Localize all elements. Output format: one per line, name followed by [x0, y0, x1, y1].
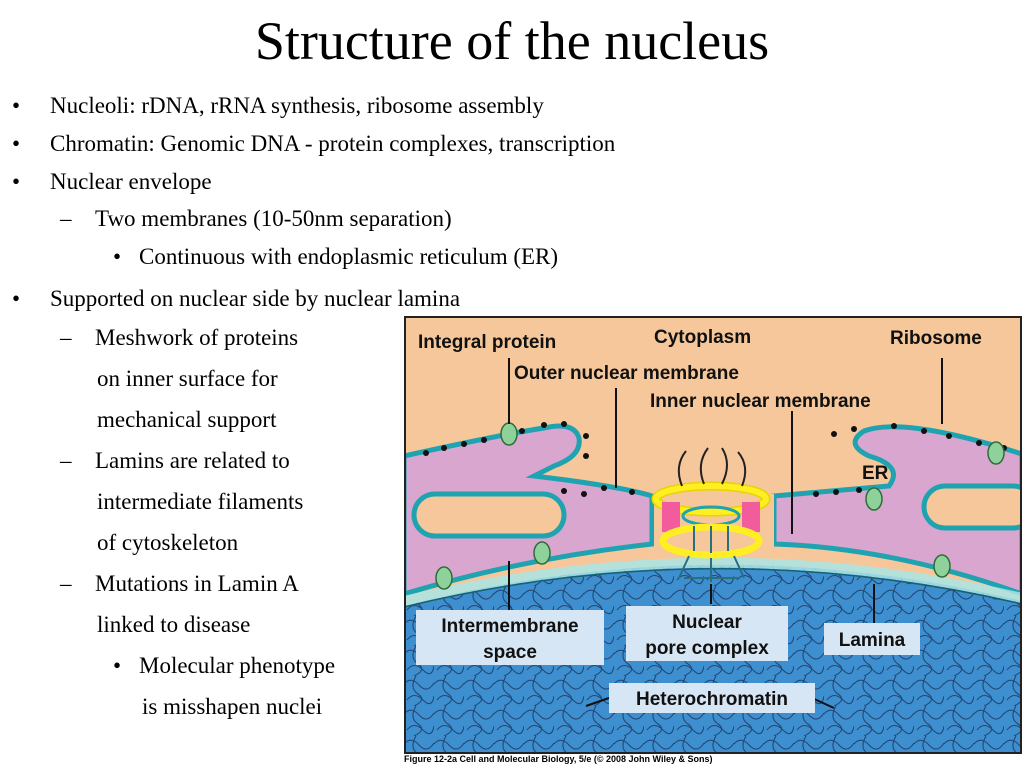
bullet-marker: • [113, 653, 122, 678]
sub-bullet-meshwork-line1: Meshwork of proteins [95, 325, 299, 350]
lamina-line [404, 568, 1022, 608]
er-tube-right [921, 483, 1022, 531]
bullet-nuclear-envelope: Nuclear envelope [50, 169, 212, 194]
sub-bullet-lamins-line1: Lamins are related to [95, 448, 290, 473]
sub-bullet-two-membranes: Two membranes (10-50nm separation) [95, 206, 452, 231]
sub-bullet-mutations-line1: Mutations in Lamin A [95, 571, 299, 596]
bullet-marker: • [12, 286, 21, 311]
label-intermembrane-line2: space [483, 642, 537, 663]
sub-bullet-lamins-line2: intermediate filaments [97, 489, 304, 514]
bullet-chromatin: Chromatin: Genomic DNA - protein complex… [50, 131, 616, 156]
label-leader-lines [508, 358, 943, 709]
bullet-marker: • [12, 93, 21, 118]
label-box-heterochromatin [609, 683, 815, 713]
label-intermembrane-line1: Intermembrane [441, 616, 578, 637]
figure-caption: Figure 12-2a Cell and Molecular Biology,… [404, 754, 713, 764]
dash-marker: – [60, 571, 72, 596]
dash-marker: – [60, 325, 72, 350]
figure-border [404, 316, 1022, 754]
sub-bullet-meshwork-line2: on inner surface for [97, 366, 278, 391]
label-npc-line2: pore complex [645, 638, 769, 659]
dash-marker: – [60, 206, 72, 231]
envelope-lumen-right [771, 424, 1022, 597]
label-er: ER [862, 463, 889, 484]
bullet-marker: • [12, 169, 21, 194]
sub-bullet-meshwork-line3: mechanical support [97, 407, 277, 432]
label-ribosome: Ribosome [890, 328, 982, 349]
nuclear-pore-complex [651, 447, 774, 582]
nuclear-envelope-figure: Integral protein Cytoplasm Ribosome Oute… [404, 316, 1022, 754]
bullet-nuclear-lamina: Supported on nuclear side by nuclear lam… [50, 286, 461, 311]
label-box-intermembrane [416, 610, 604, 665]
slide-title: Structure of the nucleus [254, 11, 770, 71]
label-lamina: Lamina [839, 630, 906, 651]
label-outer-nuclear-membrane: Outer nuclear membrane [514, 363, 739, 384]
sub-sub-bullet-phenotype-line2: is misshapen nuclei [142, 694, 323, 719]
bullet-marker: • [113, 244, 122, 269]
integral-protein-shapes [435, 422, 1005, 590]
sub-sub-bullet-phenotype-line1: Molecular phenotype [139, 653, 336, 678]
bullet-marker: • [12, 131, 21, 156]
label-npc-line1: Nuclear [672, 612, 742, 633]
sub-bullet-mutations-line2: linked to disease [97, 612, 251, 637]
lamina-meshwork [404, 557, 1022, 606]
sub-bullet-lamins-line3: of cytoskeleton [97, 530, 239, 555]
label-box-npc [626, 606, 788, 661]
dash-marker: – [60, 448, 72, 473]
label-box-lamina [824, 623, 920, 655]
label-inner-nuclear-membrane: Inner nuclear membrane [650, 391, 871, 412]
label-integral-protein: Integral protein [418, 332, 556, 353]
label-heterochromatin: Heterochromatin [636, 689, 788, 710]
bullet-nucleoli: Nucleoli: rDNA, rRNA synthesis, ribosome… [50, 93, 544, 118]
sub-sub-bullet-er: Continuous with endoplasmic reticulum (E… [139, 244, 559, 269]
ribosome-dots [423, 421, 1007, 497]
er-tube-left [411, 491, 567, 539]
label-cytoplasm: Cytoplasm [654, 327, 751, 348]
